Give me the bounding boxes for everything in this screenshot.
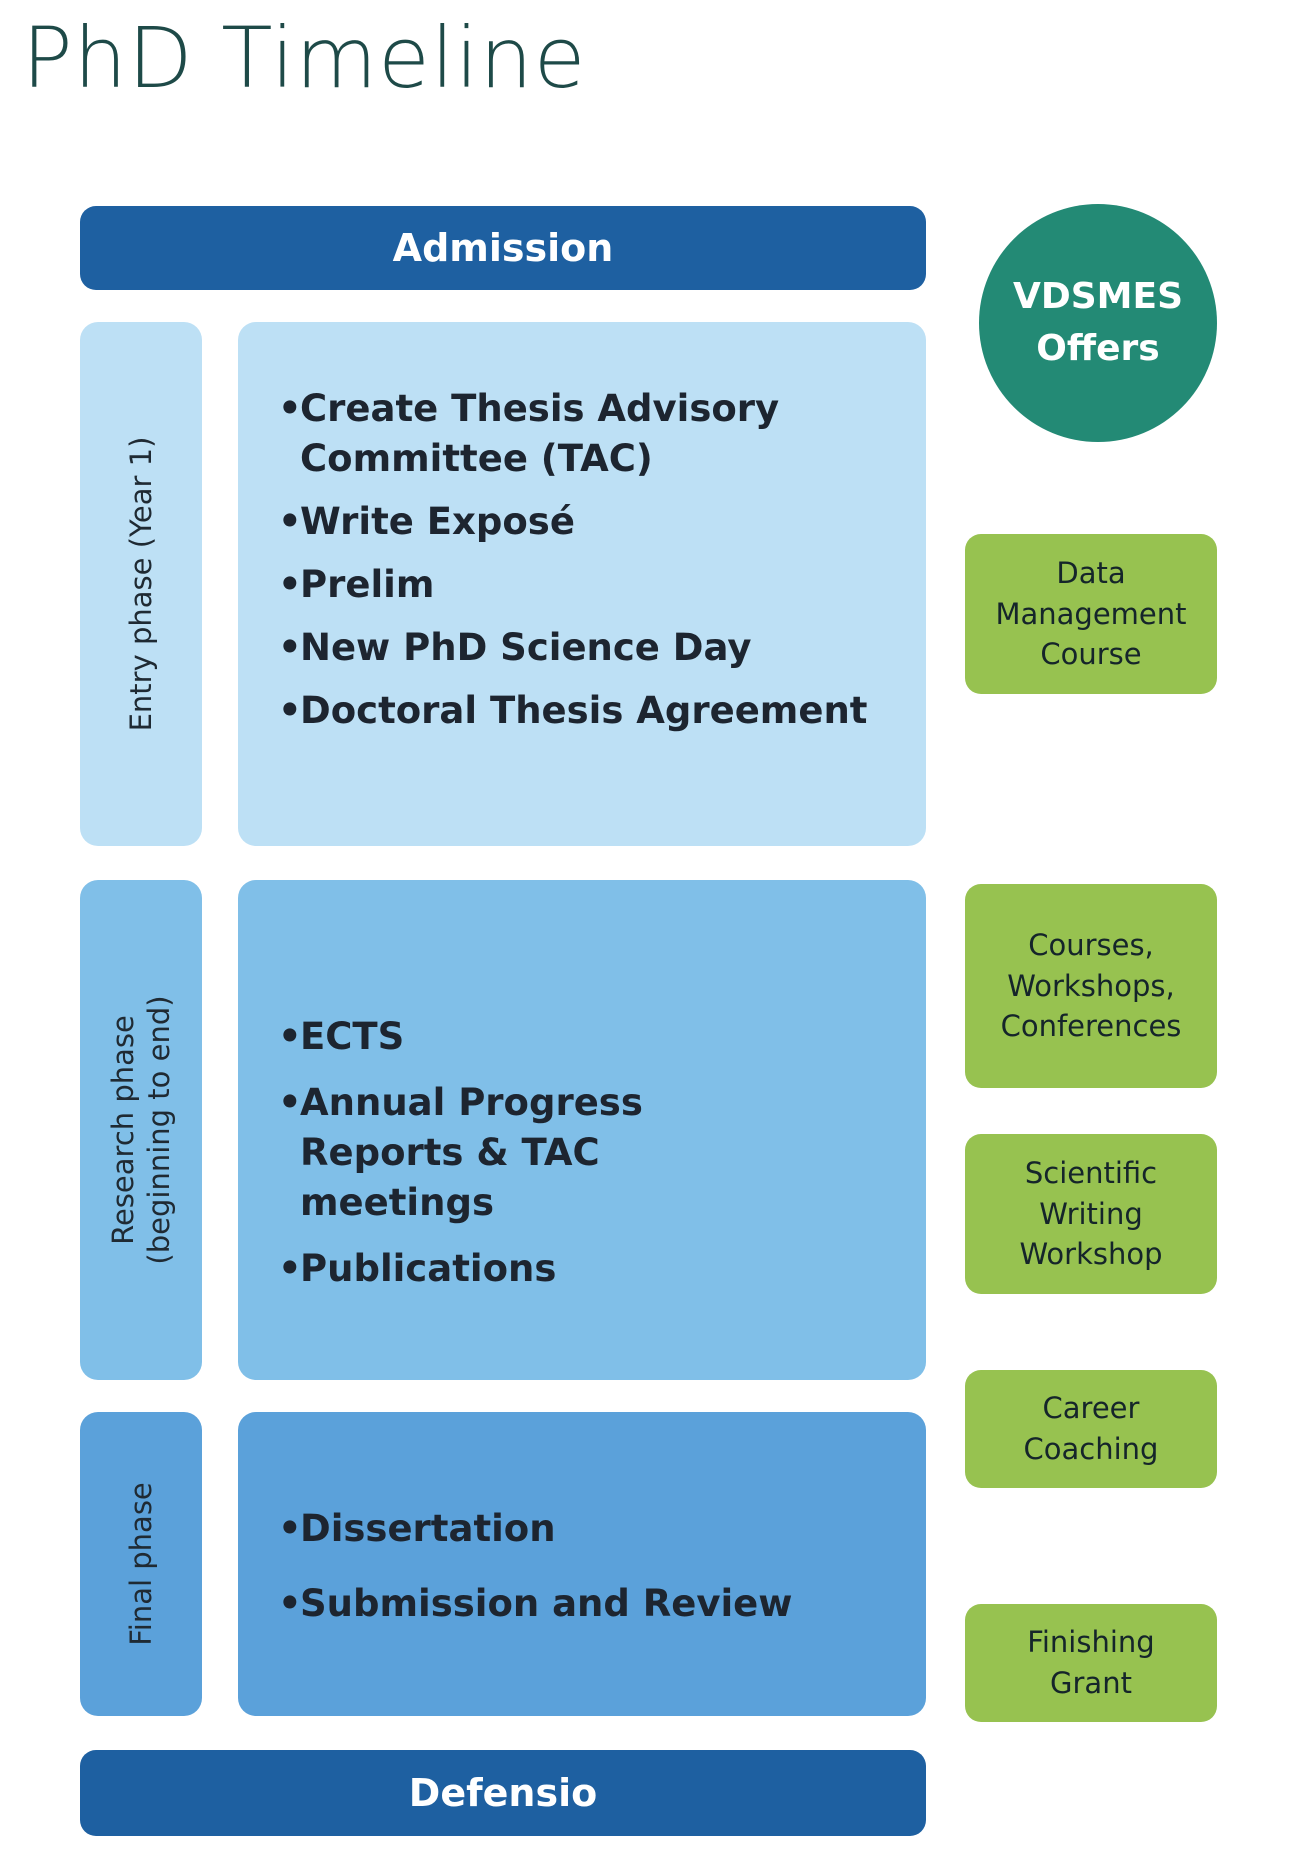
offer-data-management: Data Management Course	[965, 534, 1217, 694]
list-item: Write Exposé	[278, 497, 906, 547]
list-item: New PhD Science Day	[278, 623, 906, 673]
offer-career-coaching: Career Coaching	[965, 1370, 1217, 1488]
research-phase-side: Research phase (beginning to end)	[80, 880, 202, 1380]
entry-phase-list: Create Thesis Advisory Committee (TAC) W…	[278, 384, 906, 736]
offer-scientific-writing: Scientific Writing Workshop	[965, 1134, 1217, 1294]
defensio-bar: Defensio	[80, 1750, 926, 1836]
list-item: Publications	[278, 1244, 906, 1294]
research-phase-list: ECTS Annual Progress Reports & TAC meeti…	[278, 1012, 906, 1294]
final-phase-box: Dissertation Submission and Review	[238, 1412, 926, 1716]
final-phase-list: Dissertation Submission and Review	[278, 1504, 906, 1629]
offer-courses: Courses, Workshops, Conferences	[965, 884, 1217, 1088]
list-item: Prelim	[278, 560, 906, 610]
entry-phase-label: Entry phase (Year 1)	[123, 436, 158, 732]
final-phase-label: Final phase	[123, 1482, 158, 1646]
list-item: Annual Progress Reports & TAC meetings	[278, 1078, 780, 1228]
entry-phase-box: Create Thesis Advisory Committee (TAC) W…	[238, 322, 926, 846]
research-phase-box: ECTS Annual Progress Reports & TAC meeti…	[238, 880, 926, 1380]
list-item: Create Thesis Advisory Committee (TAC)	[278, 384, 906, 484]
offer-finishing-grant: Finishing Grant	[965, 1604, 1217, 1722]
list-item: Dissertation	[278, 1504, 906, 1554]
page-title: PhD Timeline	[22, 9, 587, 107]
final-phase-side: Final phase	[80, 1412, 202, 1716]
list-item: Submission and Review	[278, 1579, 906, 1629]
research-phase-label: Research phase (beginning to end)	[105, 995, 176, 1265]
list-item: Doctoral Thesis Agreement	[278, 686, 906, 736]
list-item: ECTS	[278, 1012, 906, 1062]
admission-bar: Admission	[80, 206, 926, 290]
entry-phase-side: Entry phase (Year 1)	[80, 322, 202, 846]
offers-circle: VDSMES Offers	[979, 204, 1217, 442]
